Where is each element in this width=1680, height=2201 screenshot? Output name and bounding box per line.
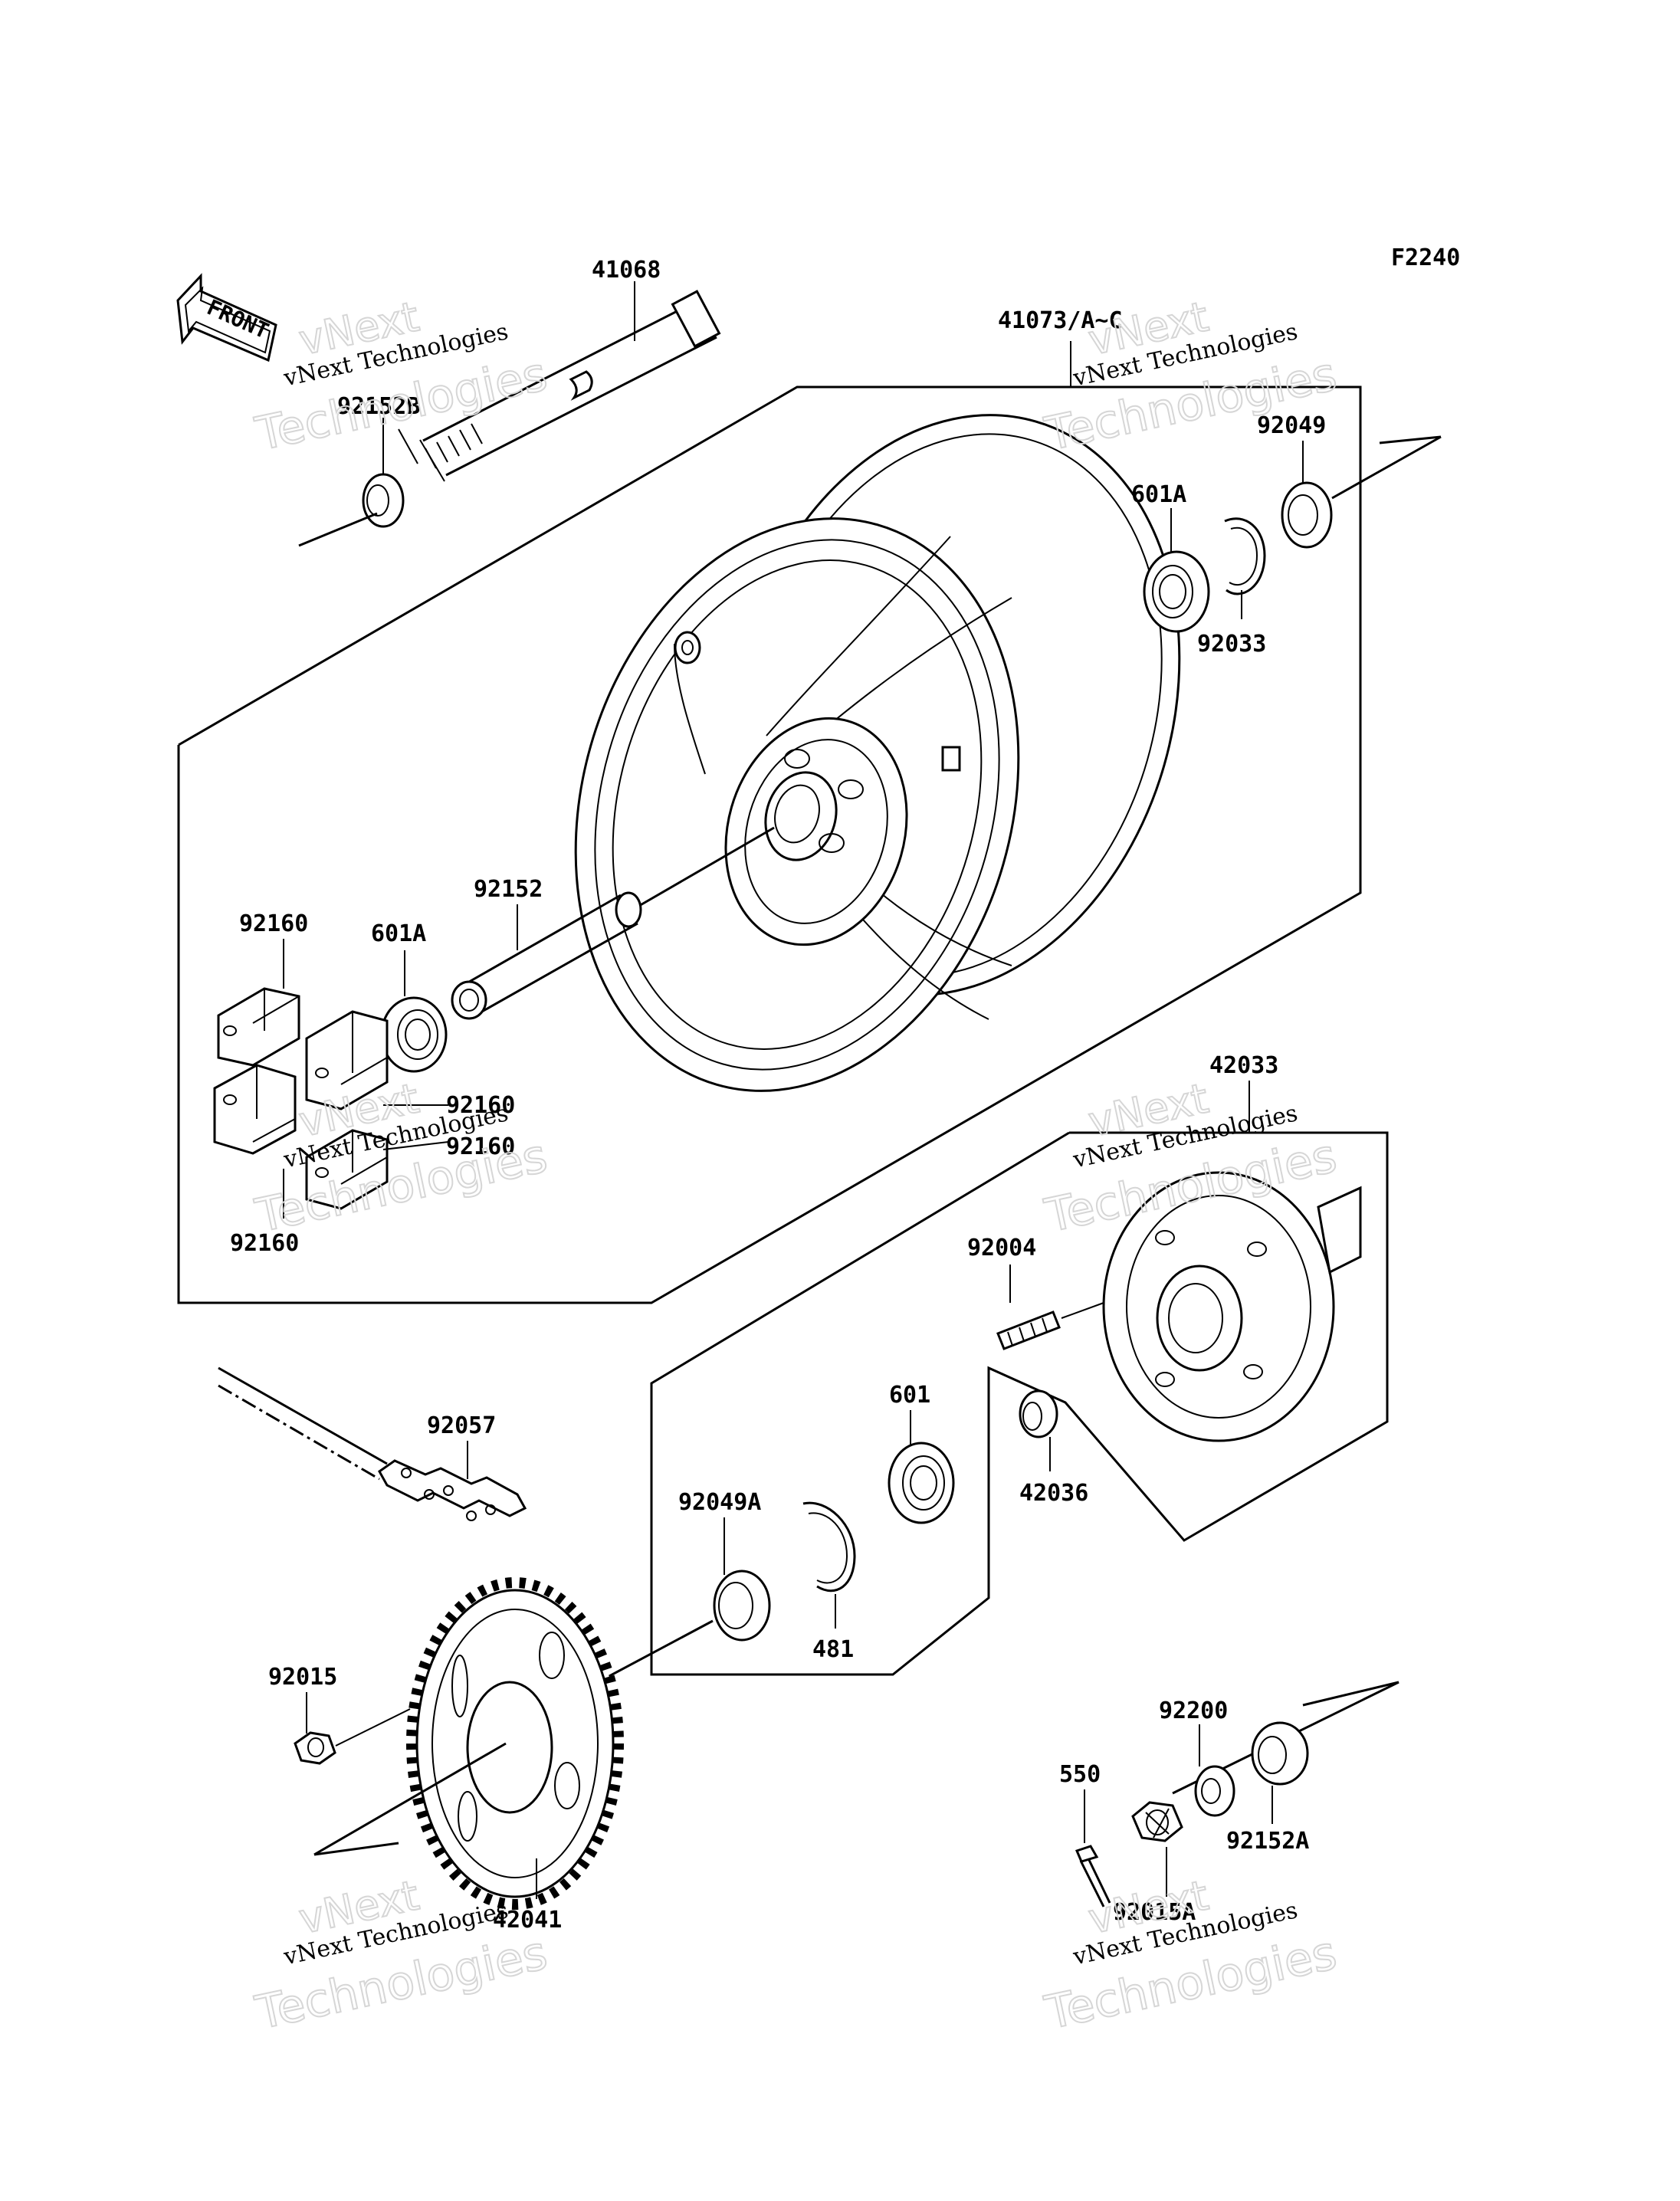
- chain-92057: [218, 1366, 527, 1521]
- seal-92049A: [713, 1570, 771, 1642]
- damper-92160-top: [217, 987, 300, 1067]
- nut-92015A: [1131, 1801, 1183, 1842]
- damper-92160-bot: [305, 1129, 389, 1210]
- hub-axis-line: [597, 1619, 714, 1684]
- axle-41068: [398, 290, 721, 482]
- label-92200: 92200: [1159, 1697, 1228, 1724]
- label-92160-bot: 92160: [230, 1230, 299, 1257]
- wheel-rim: [574, 414, 1181, 1092]
- label-92160-mid2: 92160: [446, 1133, 515, 1160]
- circlip-481: [802, 1501, 856, 1593]
- label-42036: 42036: [1019, 1480, 1088, 1507]
- spacer-92152: [451, 891, 642, 1020]
- axle-line-right: [1331, 435, 1442, 500]
- axle-arrow-right: [1379, 435, 1442, 444]
- collar-42036: [1019, 1389, 1058, 1438]
- label-42041: 42041: [493, 1907, 562, 1934]
- axle-line-left: [298, 512, 378, 547]
- sprocket-axis-line: [313, 1742, 507, 1856]
- label-92152: 92152: [474, 876, 543, 903]
- nut-92015: [294, 1708, 411, 1765]
- leader-lines: [283, 281, 1304, 1899]
- label-92152B: 92152B: [337, 393, 420, 420]
- washer-92200: [1194, 1765, 1235, 1817]
- collar-92152A: [1251, 1721, 1309, 1786]
- sprocket-hub-42033: [1102, 1171, 1362, 1442]
- circlip-92033: [1224, 517, 1266, 595]
- label-92152A: 92152A: [1226, 1828, 1309, 1855]
- label-92049: 92049: [1257, 412, 1326, 439]
- bearing-601A-left: [380, 996, 448, 1073]
- collar-92152B: [362, 473, 405, 528]
- label-92057: 92057: [427, 1412, 496, 1439]
- figure-code: F2240: [1391, 244, 1460, 271]
- label-92004: 92004: [967, 1235, 1036, 1261]
- wheel-group-outline: [177, 385, 1362, 1304]
- label-601A-left: 601A: [371, 920, 426, 947]
- cotter-pin-550: [1075, 1845, 1111, 1907]
- front-arrow-icon: FRONT: [176, 273, 277, 362]
- sprocket-arrow: [313, 1842, 399, 1856]
- watermark-6: vNext vNext Technologies Technologies: [1039, 1870, 1342, 2041]
- label-481: 481: [812, 1636, 854, 1663]
- damper-92160-left: [213, 1064, 297, 1155]
- label-92160-mid1: 92160: [446, 1092, 515, 1119]
- label-92015: 92015: [268, 1664, 337, 1691]
- stud-92004: [996, 1302, 1104, 1350]
- label-550: 550: [1059, 1761, 1101, 1788]
- watermark-1: vNext vNext Technologies Technologies: [250, 291, 553, 462]
- label-92015A: 92015A: [1113, 1899, 1196, 1926]
- sprocket-42041: [406, 1577, 624, 1910]
- hub-group-outline: [650, 1131, 1389, 1676]
- label-601: 601: [889, 1382, 930, 1409]
- label-601A-top: 601A: [1131, 481, 1186, 508]
- bearing-601A-top: [1143, 550, 1210, 633]
- rear-axis-arrow: [1302, 1681, 1399, 1707]
- label-41068: 41068: [592, 257, 661, 284]
- axle-line-wheel: [628, 826, 775, 914]
- label-92160-top: 92160: [239, 910, 308, 937]
- seal-92049: [1281, 481, 1333, 549]
- damper-92160-mid: [305, 1010, 389, 1110]
- label-41073: 41073/A~C: [998, 307, 1123, 334]
- label-42033: 42033: [1209, 1052, 1278, 1079]
- bearing-601: [888, 1442, 955, 1524]
- label-92049A: 92049A: [678, 1489, 761, 1516]
- label-92033: 92033: [1197, 631, 1266, 658]
